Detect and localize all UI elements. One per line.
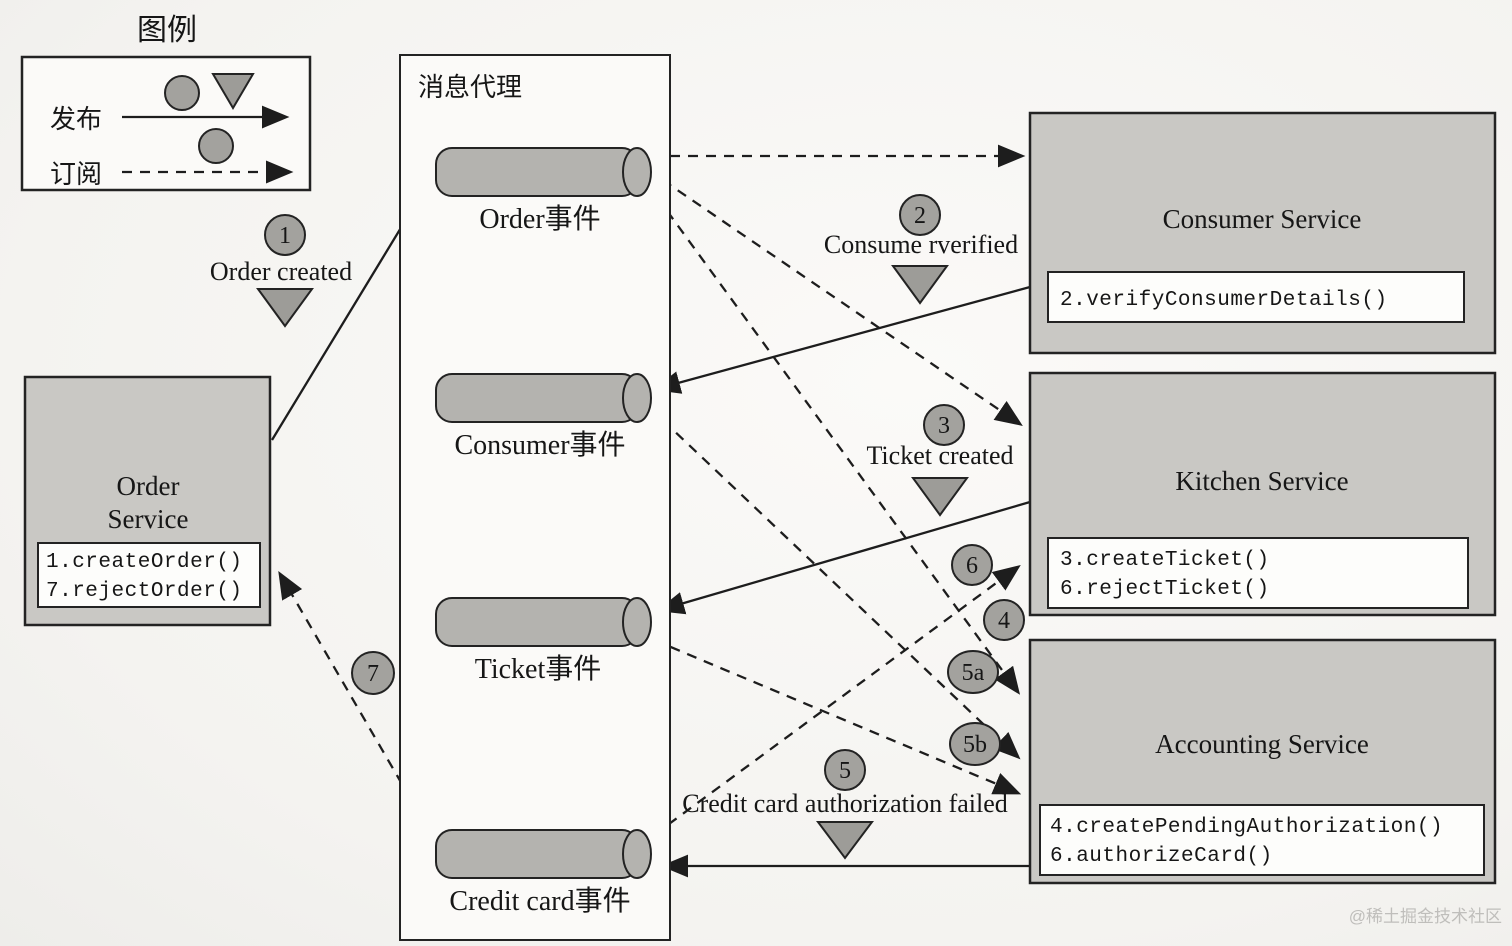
accounting-service-methods-box	[1039, 804, 1485, 876]
kitchen-service: Kitchen Service 3.createTicket() 6.rejec…	[1028, 371, 1497, 617]
subscribe-creditcard-to-kitchen-line	[653, 564, 1021, 836]
step-5a-badge	[947, 650, 999, 694]
ticket-events-cylinder	[435, 597, 639, 647]
step-5-number: 5	[839, 758, 851, 784]
subscribe-consumer-to-accounting-line	[649, 407, 1021, 760]
kitchen-service-methods-box	[1047, 537, 1469, 609]
step-3-event-triangle-icon	[911, 477, 969, 517]
publish-ticket-created-line	[656, 500, 1031, 615]
step-5-event-triangle-icon	[816, 821, 874, 860]
consumer-events-cylinder	[435, 373, 639, 423]
step-3-badge	[923, 404, 965, 446]
step-1-badge	[264, 214, 306, 256]
step-5b-badge	[949, 722, 1001, 766]
consumer-events-cylinder-cap	[622, 373, 652, 423]
step-5-label: Credit card authorization failed	[682, 789, 1008, 818]
ticket-events-cylinder-cap	[622, 597, 652, 647]
channel-creditcard-events: Credit card事件	[435, 829, 652, 917]
step-6-badge	[951, 544, 993, 586]
subscribe-order-to-kitchen-line	[647, 169, 1023, 426]
legend-publish-triangle-icon	[211, 73, 255, 110]
consumer-service: Consumer Service 2.verifyConsumerDetails…	[1028, 111, 1497, 355]
step-7-number: 7	[367, 661, 379, 687]
order-events-cylinder-cap	[622, 147, 652, 197]
step-3-number: 3	[938, 413, 950, 439]
watermark: @稀土掘金技术社区	[1349, 907, 1502, 926]
step-2-label: Consume rverified	[824, 230, 1018, 259]
step-4-badge	[983, 599, 1025, 641]
floating-step-badges: 6 4 5a 5b 7	[351, 544, 1025, 766]
accounting-service: Accounting Service 4.createPendingAuthor…	[1028, 638, 1497, 885]
channel-consumer-events: Consumer事件	[435, 373, 652, 461]
subscribe-order-to-accounting-line	[645, 181, 1021, 695]
publish-consumer-verified-line	[652, 285, 1031, 394]
legend-publish-label: 发布	[50, 105, 102, 134]
consumer-events-label: Consumer事件	[454, 429, 625, 461]
step-6-number: 6	[966, 553, 978, 579]
order-events-label: Order事件	[479, 203, 600, 235]
step-5b-number: 5b	[963, 732, 987, 758]
consumer-service-method-1: 2.verifyConsumerDetails()	[1060, 289, 1388, 312]
order-events-cylinder	[435, 147, 639, 197]
channel-order-events: Order事件	[435, 147, 652, 235]
consumer-service-methods-box	[1047, 271, 1465, 323]
order-service-title-line1: Order	[117, 471, 180, 501]
channel-ticket-events: Ticket事件	[435, 597, 652, 685]
step-2-badge	[899, 194, 941, 236]
step-5-annotation: 5 Credit card authorization failed	[682, 749, 1008, 860]
order-service-method-2: 7.rejectOrder()	[46, 580, 243, 603]
step-3-label: Ticket created	[866, 441, 1013, 470]
step-3-annotation: 3 Ticket created	[866, 404, 1014, 517]
step-1-annotation: 1 Order created	[210, 214, 352, 328]
step-2-number: 2	[914, 203, 926, 229]
creditcard-events-label: Credit card事件	[449, 885, 630, 917]
subscribe-lines	[278, 144, 1026, 847]
kitchen-service-method-1: 3.createTicket()	[1060, 549, 1270, 572]
step-2-annotation: 2 Consume rverified	[824, 194, 1018, 305]
legend-title: 图例	[137, 14, 197, 47]
kitchen-service-title: Kitchen Service	[1175, 466, 1348, 496]
creditcard-events-cylinder-cap	[622, 829, 652, 879]
kitchen-service-method-2: 6.rejectTicket()	[1060, 578, 1270, 601]
accounting-service-title: Accounting Service	[1155, 729, 1369, 759]
step-7-badge	[351, 651, 395, 695]
step-1-event-triangle-icon	[256, 288, 314, 328]
step-1-label: Order created	[210, 257, 352, 286]
order-service-methods-box	[37, 542, 261, 608]
step-5-badge	[824, 749, 866, 791]
accounting-service-method-2: 6.authorizeCard()	[1050, 845, 1273, 868]
step-5a-number: 5a	[962, 660, 985, 686]
accounting-service-method-1: 4.createPendingAuthorization()	[1050, 816, 1443, 839]
step-1-number: 1	[279, 223, 291, 249]
creditcard-events-cylinder	[435, 829, 639, 879]
consumer-service-title: Consumer Service	[1163, 204, 1362, 234]
legend-subscribe-label: 订阅	[50, 160, 102, 189]
message-broker-title: 消息代理	[418, 73, 522, 102]
step-4-number: 4	[998, 608, 1010, 634]
legend-publish-circle-icon	[164, 75, 200, 111]
order-service-method-1: 1.createOrder()	[46, 551, 243, 574]
message-broker-box	[399, 54, 671, 941]
order-service-title-line2: Service	[108, 504, 189, 534]
subscribe-ticket-to-accounting-line	[653, 638, 1022, 795]
ticket-events-label: Ticket事件	[475, 653, 602, 685]
step-2-event-triangle-icon	[891, 265, 949, 305]
order-service: Order Service 1.createOrder() 7.rejectOr…	[23, 375, 272, 627]
message-broker: 消息代理 Order事件 Consumer事件 Ticket事件 Credit …	[399, 54, 671, 941]
legend-subscribe-circle-icon	[198, 128, 234, 164]
legend: 图例 发布 订阅	[20, 14, 312, 192]
